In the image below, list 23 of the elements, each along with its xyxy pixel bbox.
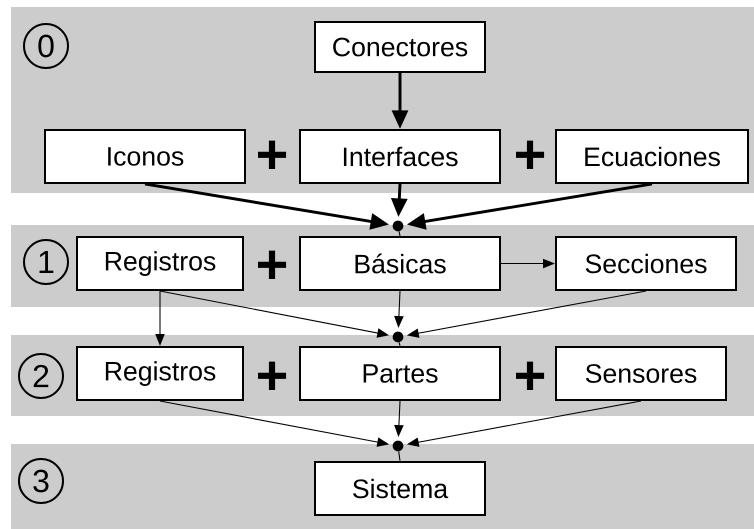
circled-number: 2: [18, 353, 64, 399]
plus-sign: +: [258, 250, 286, 279]
junction-dot: [392, 440, 404, 452]
process-box: Iconos: [44, 129, 246, 184]
process-box: Secciones: [555, 236, 737, 291]
process-box: Partes: [299, 346, 501, 401]
process-box: Básicas: [299, 236, 501, 291]
circled-number: 1: [23, 239, 69, 285]
circled-number: 0: [23, 23, 69, 69]
process-box: Registros: [76, 346, 244, 401]
process-box: Interfaces: [299, 129, 501, 184]
plus-sign: +: [258, 362, 286, 390]
process-box: Registros: [76, 236, 244, 291]
plus-sign: +: [516, 362, 544, 390]
plus-sign: +: [516, 140, 544, 169]
junction-dot: [392, 220, 404, 232]
process-box: Sensores: [555, 346, 727, 401]
process-box: Ecuaciones: [555, 129, 749, 184]
plus-sign: +: [258, 140, 286, 169]
junction-dot: [392, 332, 404, 342]
process-box: Sistema: [314, 461, 486, 516]
process-box: Conectores: [314, 21, 486, 73]
circled-number: 3: [18, 458, 64, 504]
